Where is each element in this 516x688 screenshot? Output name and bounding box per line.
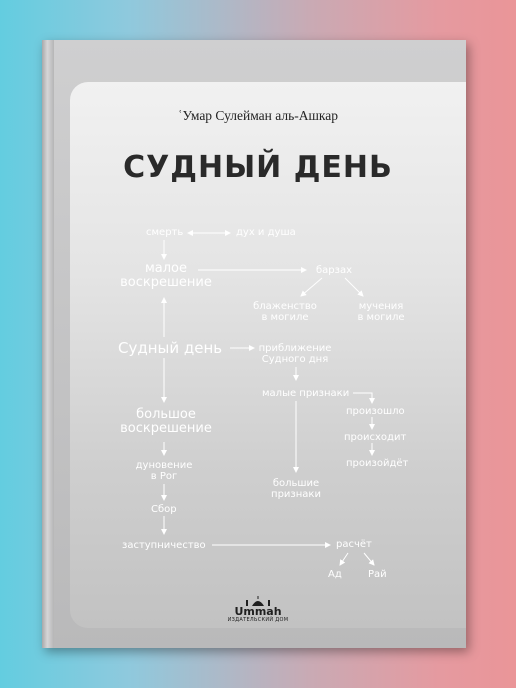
- label-will-happen: произойдёт: [346, 458, 409, 469]
- book-title: СУДНЫЙ ДЕНЬ: [123, 150, 393, 185]
- label-major-signs: большие признаки: [271, 478, 321, 500]
- label-torment: мучения в могиле: [357, 301, 405, 323]
- arrow-barzakh-bliss: [300, 277, 323, 297]
- book-spine: [42, 40, 54, 648]
- publisher-logo: Ummah ИЗДАТЕЛЬСКИЙ ДОМ: [225, 596, 291, 624]
- arrow-barzakh-torment: [344, 277, 364, 297]
- arrow-reckoning-paradise: [363, 552, 375, 566]
- label-minor-signs: малые признаки: [262, 388, 350, 399]
- label-judgment-day: Судный день: [118, 339, 223, 357]
- cover-panel: [70, 82, 466, 628]
- dome-icon: [246, 596, 270, 606]
- label-intercession: заступничество: [122, 540, 206, 551]
- publisher-subtitle: ИЗДАТЕЛЬСКИЙ ДОМ: [227, 617, 289, 623]
- label-paradise: Рай: [368, 569, 387, 580]
- label-hell: Ад: [328, 569, 342, 580]
- label-approach: приближение Судного дня: [258, 343, 332, 365]
- label-horn-blow: дуновение в Рог: [135, 460, 193, 482]
- label-spirit-soul: дух и душа: [236, 227, 296, 238]
- label-gathering: Сбор: [151, 504, 177, 515]
- label-happened: произошло: [346, 406, 405, 417]
- label-bliss: блаженство в могиле: [253, 301, 317, 323]
- label-reckoning: расчёт: [336, 539, 372, 550]
- arrow-reckoning-hell: [339, 552, 349, 566]
- publisher-name: Ummah: [234, 605, 282, 618]
- book-cover: [42, 40, 466, 648]
- book-author: ʿУмар Сулейман аль-Ашкар: [178, 108, 338, 123]
- label-death: смерть: [146, 227, 184, 238]
- label-happening: происходит: [344, 432, 407, 443]
- label-great-resurrection: большое воскрешение: [120, 407, 212, 436]
- label-small-resurrection: малое воскрешение: [120, 261, 212, 290]
- arrow-minor-happened: [353, 392, 375, 404]
- label-barzakh: барзах: [316, 265, 353, 276]
